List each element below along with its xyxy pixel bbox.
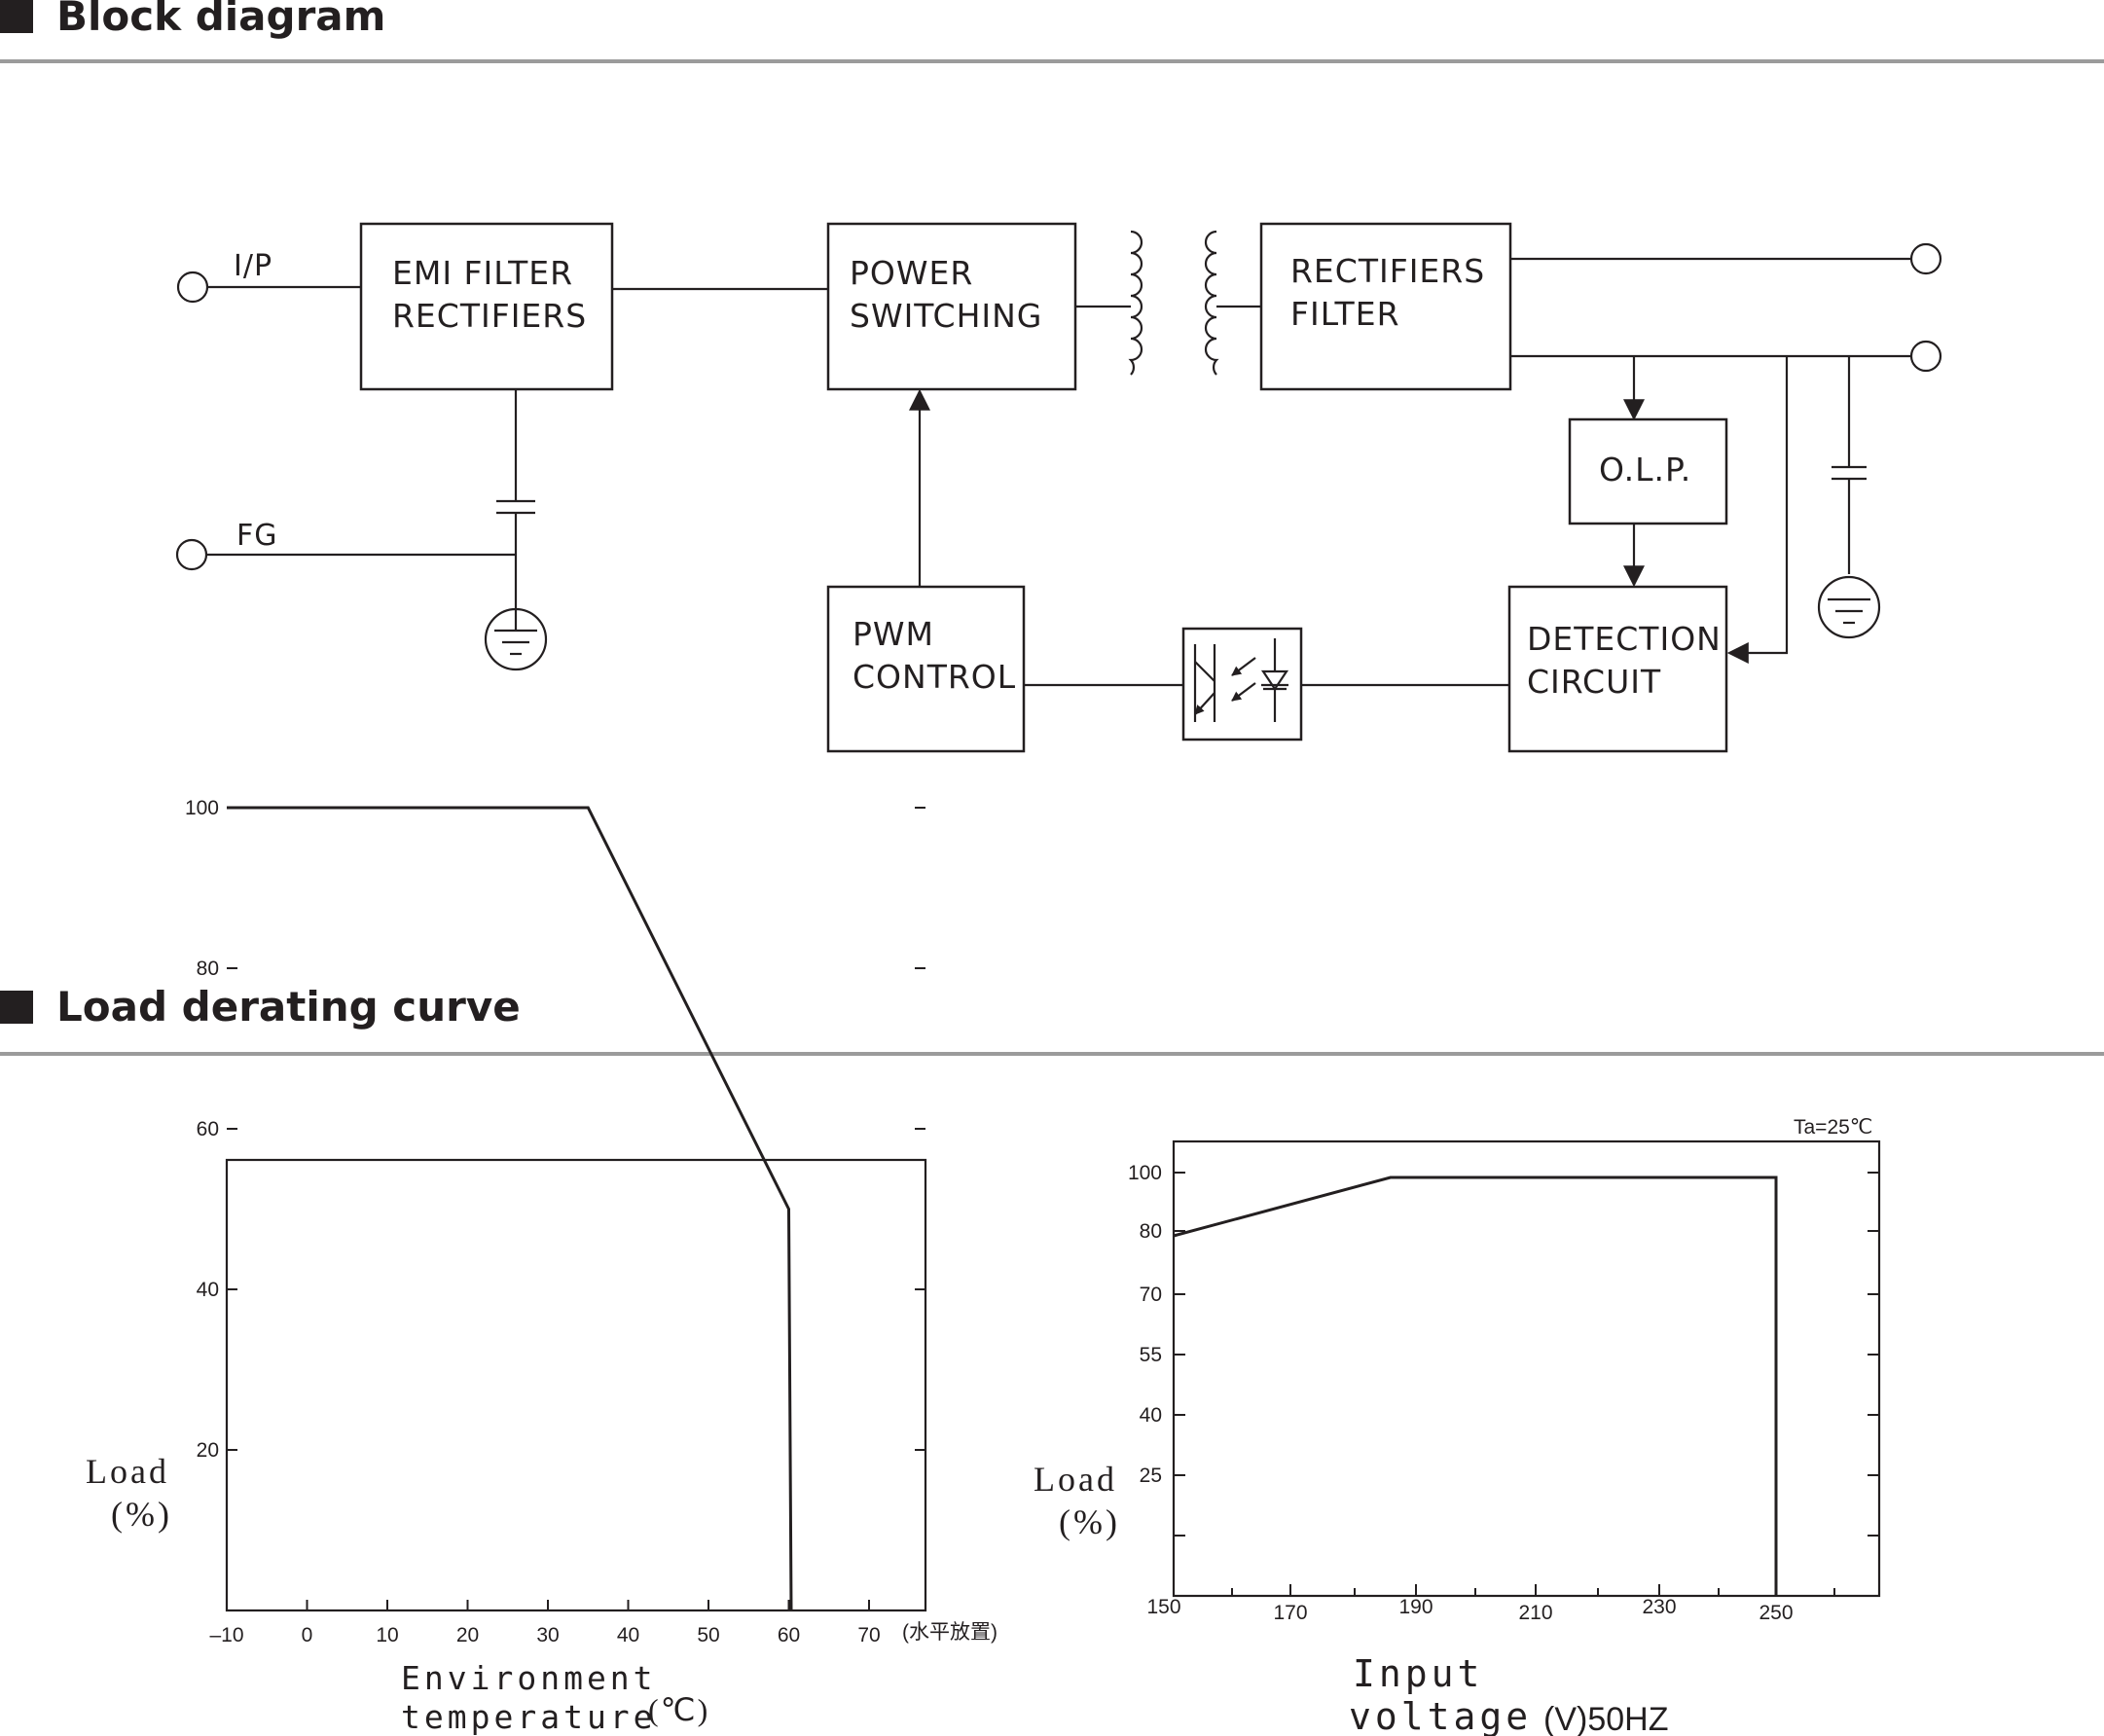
y-axis-label-unit: (%) [111, 1495, 172, 1534]
x-tick-label: 30 [536, 1624, 559, 1646]
rectifiers-label: RECTIFIERS [1290, 252, 1485, 290]
output-feedback-arrow [1726, 356, 1789, 664]
x-tick-label: 230 [1642, 1596, 1676, 1618]
detection-circuit-block [1507, 585, 1728, 753]
output-negative-terminal [1909, 340, 1942, 373]
x-axis-label-line1: Input [1353, 1652, 1483, 1695]
y-tick-label: 100 [185, 797, 219, 819]
x-axis-label-line2: voltage [1349, 1695, 1532, 1736]
y-tick-label: 25 [1140, 1465, 1162, 1487]
power-label: POWER [850, 254, 973, 292]
x-tick-label: 60 [778, 1624, 800, 1646]
x-tick-label: 70 [857, 1624, 880, 1646]
ambient-temperature-annotation: Ta=25℃ [1794, 1116, 1872, 1139]
chart-ticks: 150 170 190 210 230 250 100 80 70 55 40 25 [1128, 1162, 1879, 1624]
ground-icon [1817, 575, 1881, 639]
x-tick-label: 10 [376, 1624, 398, 1646]
derating-chart-voltage: 150 170 190 210 230 250 100 80 70 55 40 25 Ta=25℃ L… [1034, 1116, 1881, 1736]
y-axis-label-load: Load [1034, 1460, 1117, 1499]
input-port-label: I/P [234, 249, 272, 283]
x-tick-label: 190 [1398, 1596, 1433, 1618]
y-tick-label: 60 [197, 1118, 219, 1140]
y-tick-label: 80 [197, 958, 219, 980]
chart-frame [1172, 1139, 1881, 1598]
y-axis-label-unit: (%) [1059, 1502, 1120, 1541]
section-square-icon [0, 991, 33, 1024]
switching-label: SWITCHING [850, 297, 1042, 335]
x-tick-label: 50 [697, 1624, 719, 1646]
ground-icon [484, 605, 548, 671]
y-tick-label: 80 [1140, 1220, 1162, 1243]
x-tick-label: 40 [617, 1624, 639, 1646]
y-tick-label: 55 [1140, 1344, 1162, 1366]
x-tick-label: 0 [302, 1624, 313, 1646]
y-tick-label: 40 [197, 1279, 219, 1301]
transformer-icon [1075, 230, 1261, 376]
fg-port-label: FG [236, 519, 278, 553]
section-divider [0, 59, 2104, 63]
x-tick-label: 210 [1518, 1602, 1552, 1624]
detection-label: DETECTION [1527, 620, 1722, 658]
x-tick-label: –10 [209, 1624, 243, 1646]
y-tick-label: 70 [1140, 1284, 1162, 1306]
x-axis-label-unit: (℃) [648, 1692, 709, 1727]
x-axis-note: (水平放置) [902, 1621, 998, 1644]
section-square-icon [0, 0, 33, 33]
x-tick-label: 20 [456, 1624, 479, 1646]
olp-label: O.L.P. [1599, 451, 1691, 488]
emi-rectifiers-label: RECTIFIERS [392, 297, 587, 335]
block-diagram-title: Block diagram [56, 0, 386, 40]
pwm-control-block [826, 585, 1026, 753]
y-tick-label: 100 [1128, 1162, 1162, 1184]
emi-filter-block [359, 222, 614, 391]
y-axis-label-load: Load [86, 1452, 169, 1491]
block-diagram-header: Block diagram [0, 0, 2104, 68]
emi-filter-label: EMI FILTER [392, 254, 573, 292]
section-divider [0, 1052, 2104, 1056]
x-tick-label: 150 [1146, 1596, 1180, 1618]
x-axis-label-line1: Environment [401, 1659, 657, 1697]
optocoupler-icon [1181, 627, 1303, 741]
derating-curve-line [227, 806, 793, 1611]
control-label: CONTROL [852, 658, 1016, 696]
input-terminal [176, 271, 209, 304]
chart-ticks: –10 0 10 20 30 40 50 60 70 20 40 60 80 100 [185, 797, 925, 1646]
x-axis-label-line2: temperature [401, 1698, 657, 1736]
x-tick-label: 170 [1273, 1602, 1307, 1624]
power-switching-block [826, 222, 1077, 391]
block-diagram: I/P EMI FILTER RECTIFIERS FG POWER SWITC… [175, 222, 1942, 753]
derating-chart-temperature: –10 0 10 20 30 40 50 60 70 20 40 60 80 100 (水平放置) Loa… [86, 797, 998, 1736]
x-tick-label: 250 [1759, 1602, 1793, 1624]
derating-curve-line [1173, 1175, 1778, 1596]
pwm-label: PWM [852, 615, 934, 653]
olp-block [1568, 417, 1728, 525]
filter-label: FILTER [1290, 295, 1400, 333]
fg-terminal [175, 538, 208, 571]
circuit-label: CIRCUIT [1527, 663, 1661, 701]
y-tick-label: 40 [1140, 1404, 1162, 1427]
output-positive-terminal [1909, 242, 1942, 275]
chart-frame [225, 1158, 927, 1612]
load-derating-header: Load derating curve [0, 983, 2104, 1056]
load-derating-title: Load derating curve [56, 983, 521, 1031]
x-axis-label-unit: (V)50HZ [1543, 1701, 1668, 1736]
y-tick-label: 20 [197, 1439, 219, 1462]
rectifiers-filter-block [1259, 222, 1512, 391]
